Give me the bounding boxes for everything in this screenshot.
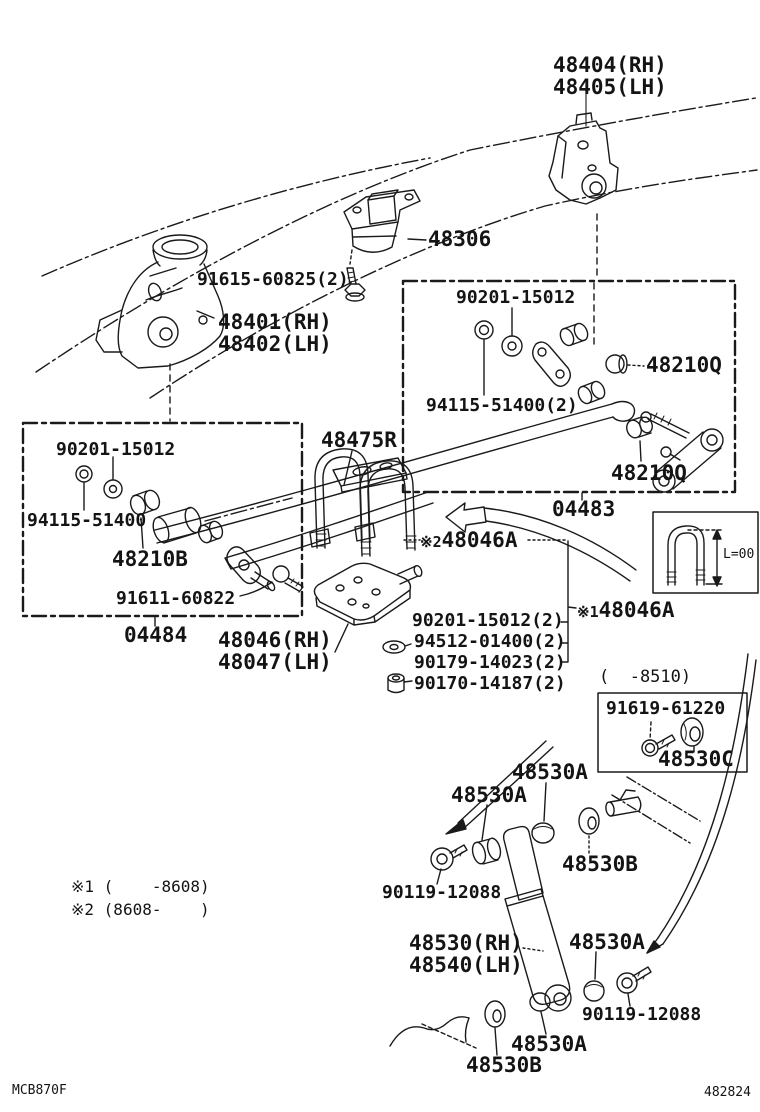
footnote-1: ※1 ( -8608)	[71, 877, 210, 896]
figure-code: MCB870F	[12, 1083, 67, 1098]
swoosh-arrow-left	[445, 740, 554, 835]
part-label-90119-12088-1: 90119-12088	[382, 882, 502, 903]
part-label-48046-rh: 48046(RH)	[218, 628, 332, 652]
spring-plate-drawing	[313, 562, 423, 653]
part-label-04483: 04483	[552, 497, 616, 521]
direction-arrow-drawing	[445, 502, 637, 582]
u-bolt-length-inset	[652, 511, 759, 594]
shock-absorber-drawing	[430, 789, 652, 1028]
part-label-90170-14187: 90170-14187(2)	[414, 673, 566, 694]
part-label-48210b: 48210B	[112, 547, 188, 571]
part-label-48210q-lower: 48210Q	[611, 461, 687, 485]
part-label-48402-lh: 48402(LH)	[218, 332, 332, 356]
part-label-94512-01400: 94512-01400(2)	[414, 631, 566, 652]
part-label-48540-lh: 48540(LH)	[409, 953, 523, 977]
spring-pin-kit-box	[21, 421, 304, 627]
part-label-48530a-3: 48530A	[569, 930, 645, 954]
part-label-48475r: 48475R	[321, 428, 397, 452]
variant-box-header: ( -8510)	[599, 667, 692, 687]
hardware-icons	[382, 539, 577, 694]
part-label-48405-lh: 48405(LH)	[553, 75, 667, 99]
footnote-2: ※2 (8608- )	[71, 900, 210, 919]
shock-leader-lines	[436, 782, 631, 1056]
bumper-bolt-drawing	[344, 267, 366, 302]
part-label-48530a-2: 48530A	[512, 760, 588, 784]
part-label-91615-60825: 91615-60825(2)	[197, 269, 349, 290]
frame-rails-drawing	[35, 97, 758, 522]
part-label-90179-14023: 90179-14023(2)	[414, 652, 566, 673]
part-label-94115-51400-right: 94115-51400(2)	[426, 395, 578, 416]
leaf-spring-drawing	[154, 400, 636, 570]
part-label-48530a-1: 48530A	[451, 783, 527, 807]
part-label-48401-rh: 48401(RH)	[218, 310, 332, 334]
variant-parts-box	[597, 692, 748, 844]
note2-number: 48046A	[441, 528, 518, 552]
part-label-48306: 48306	[428, 227, 492, 251]
note1-number: 48046A	[598, 598, 675, 622]
front-hanger-bracket-drawing	[95, 234, 225, 422]
part-label-48530c: 48530C	[658, 747, 734, 771]
bump-stop-drawing	[343, 189, 427, 265]
part-label-48210q-upper: 48210Q	[646, 353, 722, 377]
part-label-48530-rh: 48530(RH)	[409, 931, 523, 955]
part-label-91619-61220: 91619-61220	[606, 698, 726, 719]
swoosh-arrow-right	[646, 653, 757, 954]
part-label-90201-15012-hw: 90201-15012(2)	[412, 610, 564, 631]
part-label-90201-15012-right: 90201-15012	[456, 287, 576, 308]
u-bolts-drawing	[309, 448, 421, 557]
note2-prefix: ※2	[420, 533, 442, 551]
shackle-kit-box	[401, 279, 737, 494]
inset-dimension-label: L=00	[723, 547, 755, 562]
part-label-91611-60822: 91611-60822	[116, 588, 236, 609]
axle-sketch-drawing	[389, 1016, 477, 1049]
rear-hanger-bracket-drawing	[548, 93, 619, 280]
part-label-48530b-1: 48530B	[562, 852, 638, 876]
part-label-48530b-2: 48530B	[466, 1053, 542, 1077]
part-label-48530a-4: 48530A	[511, 1032, 587, 1056]
part-label-48047-lh: 48047(LH)	[218, 650, 332, 674]
part-label-48404-rh: 48404(RH)	[553, 53, 667, 77]
part-label-04484: 04484	[124, 623, 188, 647]
part-label-90119-12088-2: 90119-12088	[582, 1004, 702, 1025]
note1-prefix: ※1	[577, 603, 599, 621]
page-code: 482824	[704, 1085, 751, 1100]
part-label-90201-15012-left: 90201-15012	[56, 439, 176, 460]
part-label-94115-51400-left: 94115-51400	[27, 510, 147, 531]
